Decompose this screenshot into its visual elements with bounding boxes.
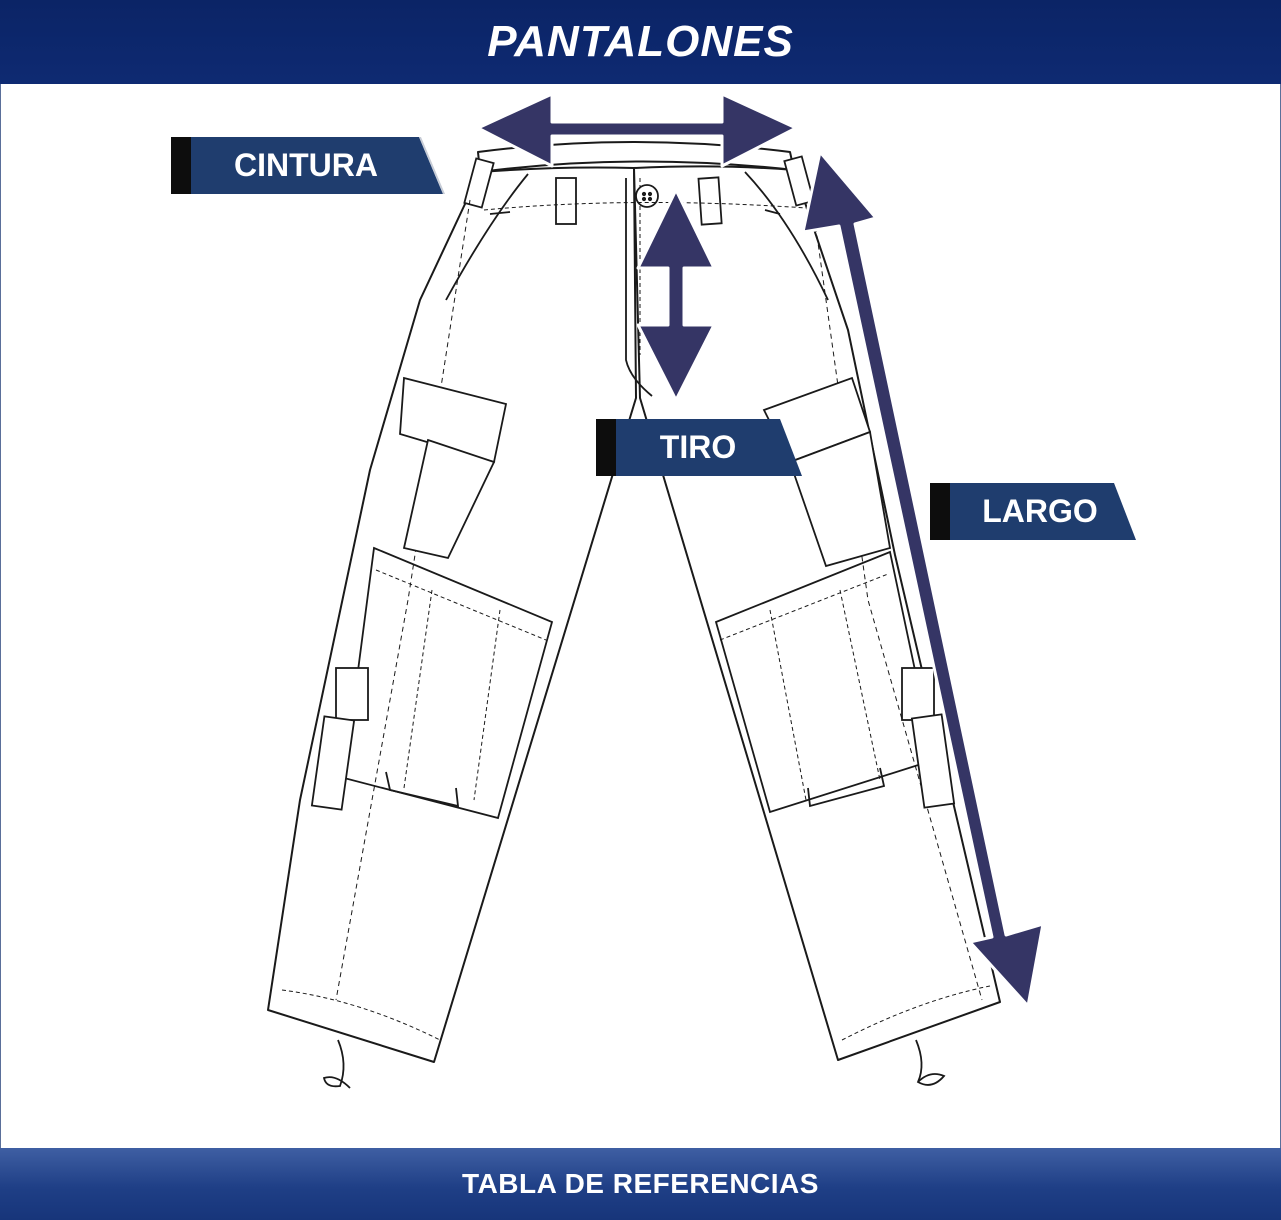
pants-details [281,155,991,1089]
tiro-label: TIRO [659,429,737,465]
cintura-tag: CINTURA [171,137,446,194]
footer-title: TABLA DE REFERENCIAS [462,1168,819,1199]
pants-diagram [267,92,1045,1089]
footer-bar: TABLA DE REFERENCIAS [0,1148,1281,1220]
cintura-arrow [476,92,798,168]
pants-outline [267,141,1001,1063]
largo-arrow [801,150,1045,1008]
largo-label: LARGO [982,493,1098,529]
page-title: PANTALONES [487,17,794,66]
tiro-arrow [636,188,716,402]
cintura-label: CINTURA [234,147,378,183]
double-arrow-icon [476,92,1045,1008]
tiro-tag: TIRO [596,419,806,476]
header-bar: PANTALONES [0,0,1281,84]
largo-tag: LARGO [930,483,1140,540]
